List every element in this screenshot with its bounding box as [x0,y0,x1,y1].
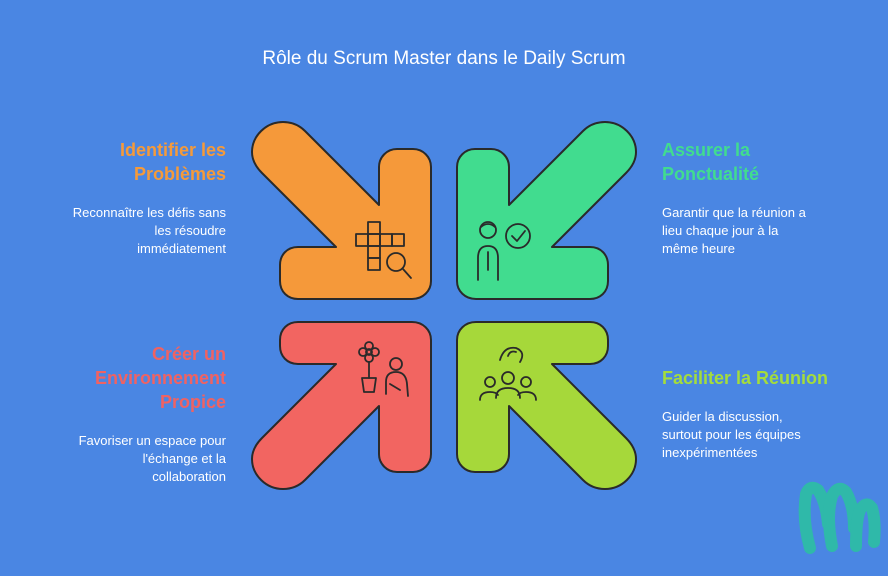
description-line: surtout pour les équipes [662,427,801,442]
block-ensure-punctuality: Assurer la Ponctualité Garantir que la r… [662,138,852,258]
block-create-environment: Créer un Environnement Propice Favoriser… [36,342,226,486]
person-checkmark-icon [477,221,531,281]
heading-line: Assurer la [662,140,751,160]
description-facilitate-meeting: Guider la discussion, surtout pour les é… [662,408,852,462]
description-line: Reconnaître les défis sans [72,205,226,220]
heading-ensure-punctuality: Assurer la Ponctualité [662,138,852,186]
arrow-bottom-left [251,321,432,490]
description-line: immédiatement [137,241,226,256]
heading-line: Propice [159,392,226,412]
description-identify-problems: Reconnaître les défis sans les résoudre … [36,204,226,258]
heading-create-environment: Créer un Environnement Propice [36,342,226,414]
heading-line: Identifier les [119,140,226,160]
description-line: Garantir que la réunion a [662,205,806,220]
puzzle-magnifier-icon [355,221,412,279]
block-facilitate-meeting: Faciliter la Réunion Guider la discussio… [662,366,852,462]
heading-line: Créer un [151,344,226,364]
description-create-environment: Favoriser un espace pour l'échange et la… [36,432,226,486]
heading-line: Environnement [94,368,226,388]
description-line: Favoriser un espace pour [78,433,226,448]
heading-facilitate-meeting: Faciliter la Réunion [662,366,852,390]
block-identify-problems: Identifier les Problèmes Reconnaître les… [36,138,226,258]
brand-logo [798,481,881,554]
heading-line: Faciliter la Réunion [662,368,829,388]
heading-identify-problems: Identifier les Problèmes [36,138,226,186]
description-line: lieu chaque jour à la [662,223,779,238]
diagram-title: Rôle du Scrum Master dans le Daily Scrum [262,48,626,69]
heading-line: Ponctualité [662,164,760,184]
description-line: les résoudre [154,223,226,238]
arrow-top-left [251,121,432,300]
team-discussion-icon [479,346,537,401]
description-ensure-punctuality: Garantir que la réunion a lieu chaque jo… [662,204,852,258]
heading-line: Problèmes [133,164,226,184]
arrow-bottom-right [456,321,637,490]
description-line: l'échange et la [142,451,226,466]
flower-person-icon [358,341,409,397]
description-line: même heure [662,241,735,256]
description-line: Guider la discussion, [662,409,783,424]
description-line: inexpérimentées [662,445,758,460]
description-line: collaboration [152,469,226,484]
arrow-top-right [456,121,637,300]
